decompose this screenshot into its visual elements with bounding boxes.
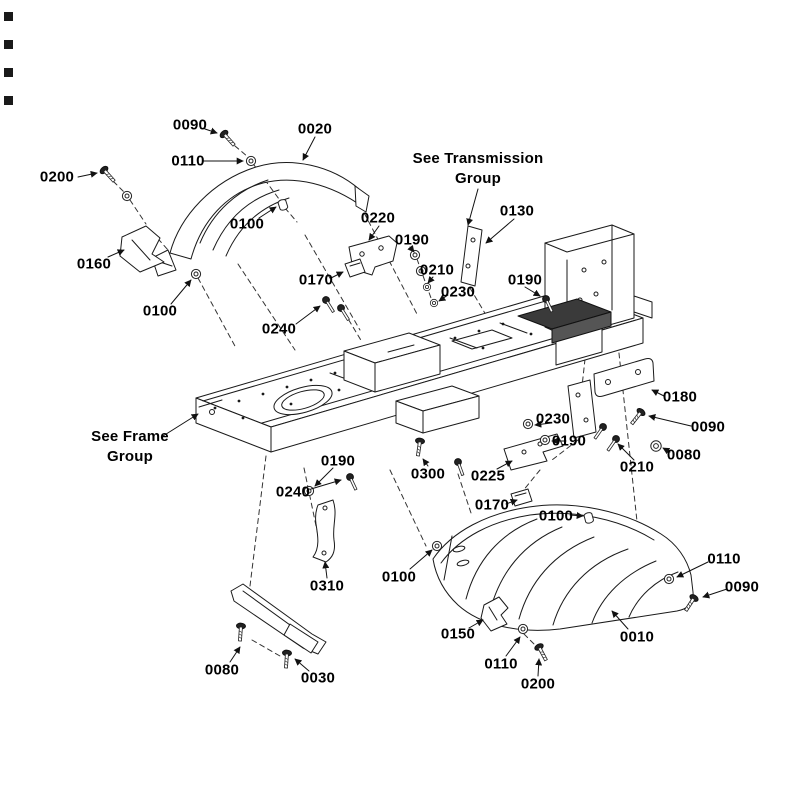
- bracket-part-0160: [119, 225, 165, 273]
- dashed-construction-lines: [106, 139, 691, 657]
- strap-part-0310: [312, 499, 336, 563]
- chassis-assembly: [195, 288, 644, 453]
- bracket-part-0225: [503, 433, 564, 471]
- top-fender-part-0020: [151, 162, 370, 277]
- clip-part-0170-lower: [510, 488, 533, 507]
- transmission-mount: [517, 224, 653, 344]
- strip-part-0130: [460, 225, 483, 287]
- clip-part-0170-upper: [344, 258, 366, 278]
- bracket-part-0030: [230, 583, 327, 655]
- plate-part-0180: [593, 358, 655, 397]
- leader-lines: [77, 127, 728, 677]
- scan-artifacts: [4, 12, 13, 105]
- rear-fender-part-0010: [432, 504, 694, 631]
